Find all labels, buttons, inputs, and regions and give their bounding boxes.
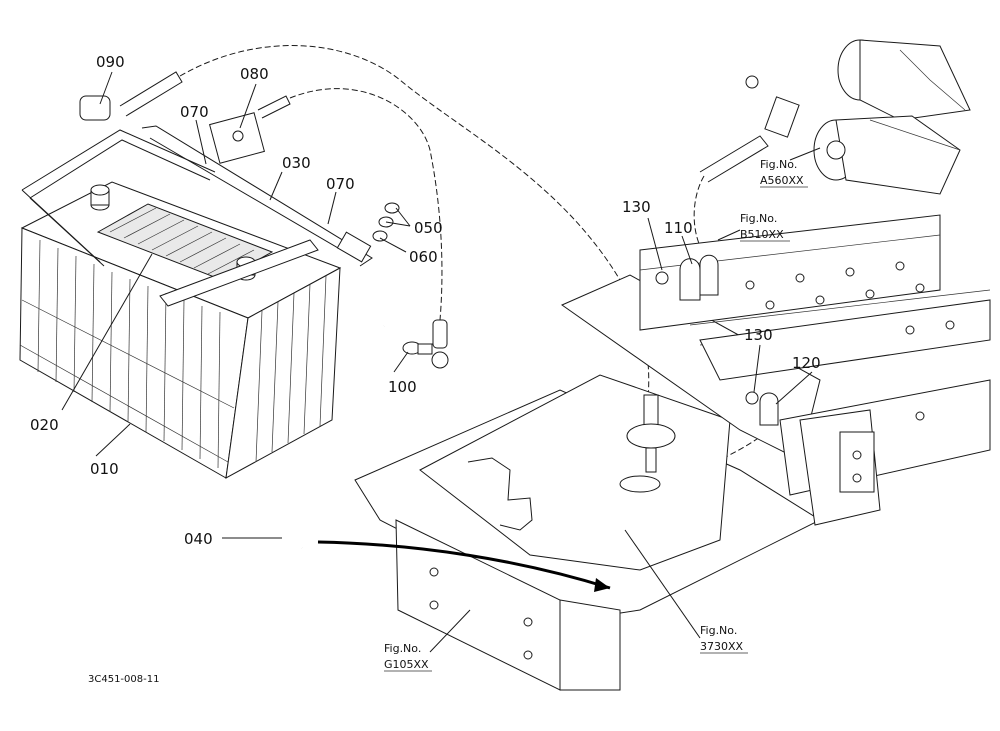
fig-ref-3730-caption: Fig.No. <box>700 624 737 637</box>
breather-hose-040 <box>285 325 611 592</box>
label-120: 120 <box>792 354 821 372</box>
leader-lines <box>61 71 821 653</box>
fig-ref-g105-code[interactable]: G105XX <box>384 658 429 671</box>
fig-ref-g105-caption: Fig.No. <box>384 642 421 655</box>
label-050: 050 <box>414 219 443 237</box>
battery-cable-080 <box>208 88 449 369</box>
label-060: 060 <box>409 248 438 266</box>
label-020: 020 <box>30 416 59 434</box>
label-100: 100 <box>388 378 417 396</box>
label-070-upper: 070 <box>180 103 209 121</box>
battery <box>19 181 342 479</box>
clamp-110 <box>655 254 719 301</box>
label-070-lower: 070 <box>326 175 355 193</box>
fig-ref-3730-code[interactable]: 3730XX <box>700 640 744 653</box>
label-090: 090 <box>96 53 125 71</box>
label-130-lower: 130 <box>744 326 773 344</box>
label-040: 040 <box>184 530 213 548</box>
battery-hold-frame <box>21 125 373 307</box>
label-010: 010 <box>90 460 119 478</box>
fig-ref-b510-code[interactable]: B510XX <box>740 228 784 241</box>
fig-ref-b510[interactable]: Fig.No. B510XX <box>740 212 790 242</box>
bolt-100 <box>402 341 433 355</box>
starter-motor <box>745 39 971 195</box>
drawing-code: 3C451-008-11 <box>88 674 159 685</box>
fig-ref-a560[interactable]: Fig.No. A560XX <box>760 158 808 188</box>
label-030: 030 <box>282 154 311 172</box>
fig-ref-a560-code[interactable]: A560XX <box>760 174 804 187</box>
battery-switch <box>626 394 676 473</box>
clamp-120 <box>745 391 779 426</box>
fig-ref-a560-caption: Fig.No. <box>760 158 797 171</box>
fig-ref-g105[interactable]: Fig.No. G105XX <box>384 642 432 672</box>
machine-frame <box>354 214 991 691</box>
fig-ref-3730[interactable]: Fig.No. 3730XX <box>700 624 748 654</box>
figure-references: Fig.No. A560XX Fig.No. B510XX Fig.No. G1… <box>384 158 808 672</box>
part-labels: 090 080 070 030 070 050 060 020 010 100 … <box>30 53 821 548</box>
label-130-upper: 130 <box>622 198 651 216</box>
fig-ref-b510-caption: Fig.No. <box>740 212 777 225</box>
label-080: 080 <box>240 65 269 83</box>
label-110: 110 <box>664 219 693 237</box>
